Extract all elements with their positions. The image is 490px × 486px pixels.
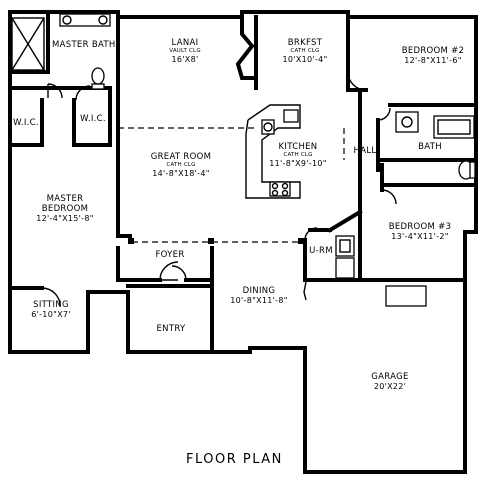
room-wic-right: W.I.C.: [80, 114, 106, 124]
dashed-boundaries: [118, 127, 345, 243]
posts: [128, 238, 304, 244]
room-brkfst: BRKFST CATH CLG 10'X10'-4": [282, 38, 328, 64]
room-entry: ENTRY: [156, 324, 186, 334]
room-lanai: LANAI VAULT CLG 16'X8': [169, 38, 201, 64]
room-great-room: GREAT ROOM CATH CLG 14'-8"X18'-4": [150, 152, 212, 178]
room-wic-left: W.I.C.: [13, 118, 39, 128]
room-master-bath: MASTER BATH: [52, 40, 116, 50]
room-sitting: SITTING 6'-10"X7': [31, 300, 71, 319]
room-kitchen: KITCHEN CATH CLG 11'-8"X9'-10": [269, 142, 327, 168]
room-master-bedroom: MASTER BEDROOM 12'-4"X15'-8": [36, 194, 94, 223]
kitchen-counters: [245, 104, 301, 199]
bath-fixtures: [11, 13, 476, 180]
room-bedroom-3: BEDROOM #3 13'-4"X11'-2": [388, 222, 452, 241]
plan-title: FLOOR PLAN: [186, 452, 283, 467]
doors: [41, 71, 397, 307]
utility-fixtures: [303, 235, 427, 307]
room-urm: U-RM: [309, 246, 333, 256]
room-garage: GARAGE 20'X22': [371, 372, 409, 391]
room-dining: DINING 10'-8"X11'-8": [230, 286, 288, 305]
room-foyer: FOYER: [155, 250, 185, 260]
room-hall: HALL: [353, 146, 377, 156]
room-bath: BATH: [418, 142, 442, 152]
room-bedroom-2: BEDROOM #2 12'-8"X11'-6": [401, 46, 465, 65]
